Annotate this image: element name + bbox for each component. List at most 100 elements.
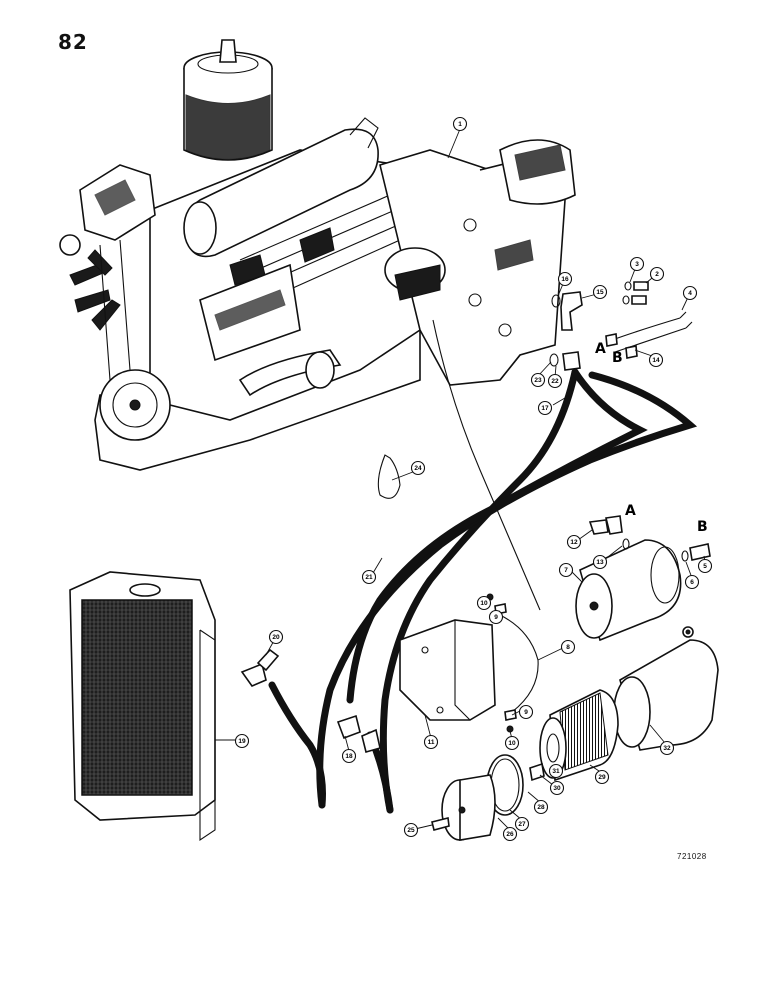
callout-circle [476,595,492,611]
callout-number: 31 [552,768,560,775]
callout-8: 8 [560,639,576,655]
callout-17: 17 [537,400,553,416]
callout-25: 25 [403,822,419,838]
callout-number: 23 [534,377,542,384]
callout-layer: 1234567899101011121314151617181920212223… [234,116,713,842]
callout-number: 6 [690,579,694,586]
callout-7: 7 [558,562,574,578]
callout-11: 11 [423,734,439,750]
filter-canister [613,626,719,751]
callout-24: 24 [410,460,426,476]
callout-number: 9 [524,709,528,716]
callout-circle [423,734,439,750]
radiator [69,571,216,842]
callout-circle [504,735,520,751]
hydraulic-hoses [240,319,698,814]
callout-number: 30 [553,785,561,792]
callout-number: 24 [414,465,422,472]
callout-circle [649,266,665,282]
callout-circle [648,352,664,368]
callout-number: 1 [458,121,462,128]
callout-number: 13 [596,559,604,566]
callout-circle [410,460,426,476]
callout-circle [533,799,549,815]
callout-6: 6 [684,574,700,590]
callout-31: 31 [548,763,564,779]
callout-number: 20 [272,634,280,641]
callout-circle [566,534,582,550]
callout-3: 3 [629,256,645,272]
callout-circle [403,822,419,838]
callout-number: 28 [537,804,545,811]
callout-circle [548,763,564,779]
callout-number: 16 [561,276,569,283]
callout-number: 22 [551,378,559,385]
callout-number: 11 [428,739,435,746]
port-letter-b-upper: B [612,350,623,366]
callout-number: 9 [494,614,498,621]
callout-28: 28 [533,799,549,815]
callout-circle [530,372,546,388]
callout-circle [518,704,534,720]
callout-number: 19 [238,738,246,745]
engine-assembly [59,117,421,471]
callout-number: 10 [508,740,516,747]
callout-circle [592,554,608,570]
callout-circle [514,816,530,832]
callout-circle [268,629,284,645]
callout-circle [629,256,645,272]
callout-circle [684,574,700,590]
callout-circle [557,271,573,287]
callout-9: 9 [488,609,504,625]
callout-14: 14 [648,352,664,368]
callout-circle [488,609,504,625]
callout-23: 23 [530,372,546,388]
callout-number: 15 [596,289,604,296]
filter-element [539,689,619,782]
callout-20: 20 [268,629,284,645]
callout-22: 22 [547,373,563,389]
callout-circle [560,639,576,655]
upper-fittings [549,281,693,371]
callout-number: 29 [598,774,606,781]
callout-circle [537,400,553,416]
callout-number: 18 [345,753,353,760]
transmission-assembly [379,139,576,386]
callout-number: 2 [655,271,659,278]
callout-circle [361,569,377,585]
callout-circle [341,748,357,764]
callout-number: 4 [688,290,692,297]
callout-16: 16 [557,271,573,287]
callout-circle [592,284,608,300]
callout-circle [452,116,468,132]
callout-circle [234,733,250,749]
callout-18: 18 [341,748,357,764]
callout-number: 25 [407,827,415,834]
callout-number: 3 [635,261,639,268]
callout-number: 32 [663,745,671,752]
callout-circle [502,826,518,842]
callout-32: 32 [659,740,675,756]
callout-circle [659,740,675,756]
mounting-bracket [399,619,496,721]
callout-number: 14 [652,357,660,364]
callout-number: 27 [518,821,526,828]
port-letter-b-lower: B [697,519,708,535]
callout-circle [682,285,698,301]
callout-circle [558,562,574,578]
callout-circle [549,780,565,796]
callout-9: 9 [518,704,534,720]
callout-26: 26 [502,826,518,842]
callout-12: 12 [566,534,582,550]
callout-13: 13 [592,554,608,570]
port-letter-labels: A B A B [595,341,708,535]
callout-circle [697,558,713,574]
callout-2: 2 [649,266,665,282]
callout-number: 12 [570,539,578,546]
port-letter-a-upper: A [595,341,606,357]
callout-number: 5 [703,563,707,570]
seal-parts [431,754,545,841]
callout-number: 10 [480,600,488,607]
callout-1: 1 [452,116,468,132]
callout-19: 19 [234,733,250,749]
